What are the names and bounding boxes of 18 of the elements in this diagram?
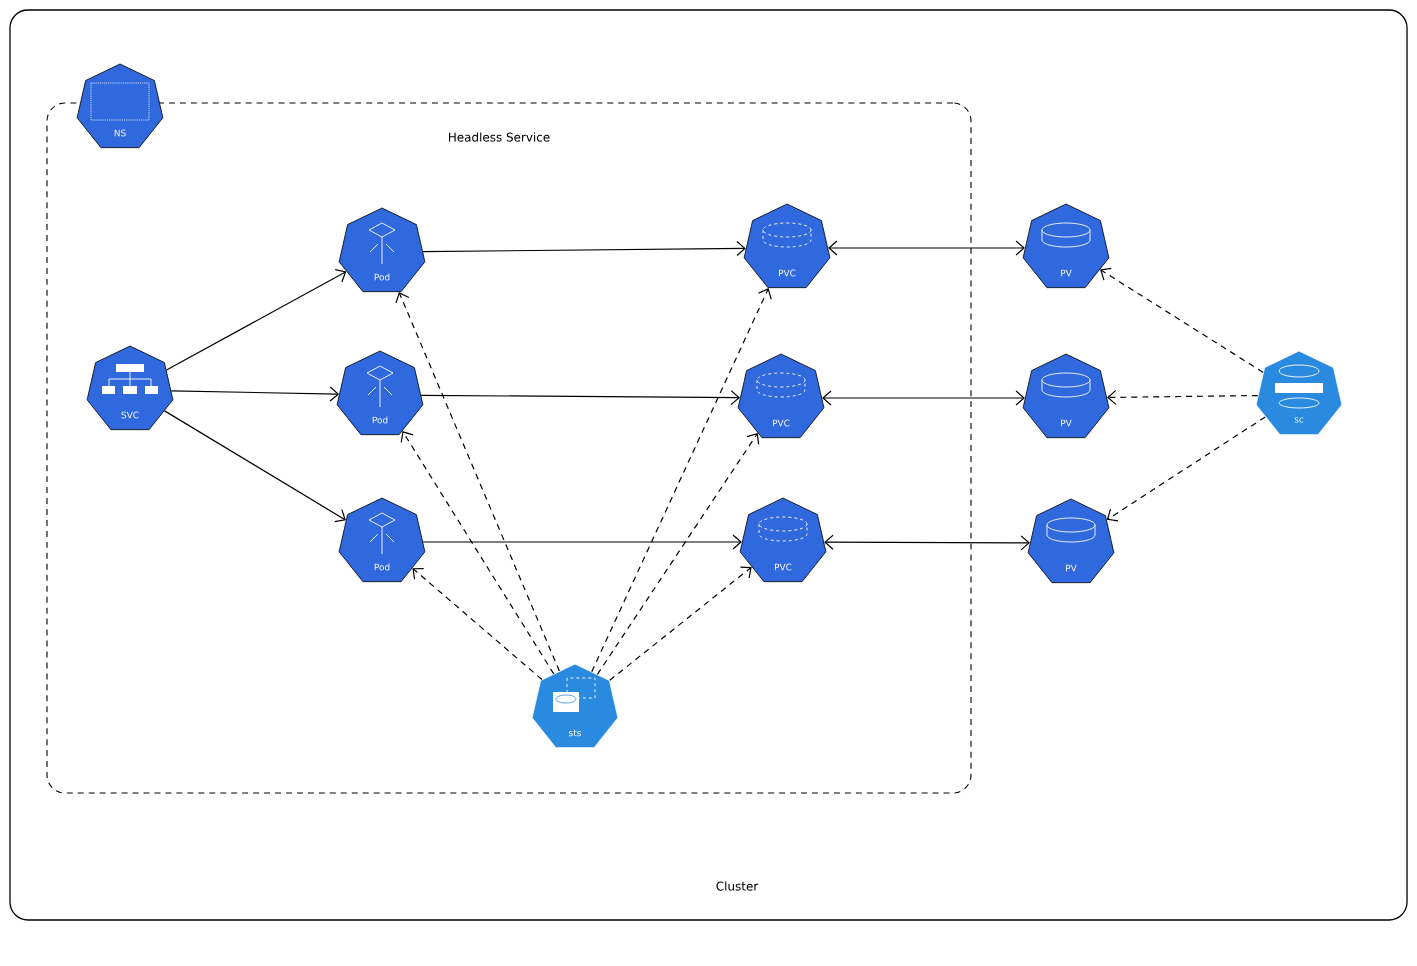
arrow [170, 386, 340, 402]
arrow [822, 390, 1025, 406]
arrow [165, 269, 347, 371]
arrow [596, 433, 760, 675]
arrow [828, 240, 1025, 256]
arrow [412, 568, 543, 681]
arrow [1106, 416, 1266, 522]
arrow [400, 431, 555, 675]
arrow [422, 240, 746, 257]
arrow [164, 410, 346, 523]
arrow [1106, 389, 1259, 405]
arrow [395, 292, 560, 672]
arrow [420, 390, 740, 406]
arrow [591, 288, 772, 673]
arrow [609, 566, 752, 681]
arrow [422, 534, 742, 550]
arrow [824, 534, 1030, 551]
arrow [1100, 267, 1264, 373]
